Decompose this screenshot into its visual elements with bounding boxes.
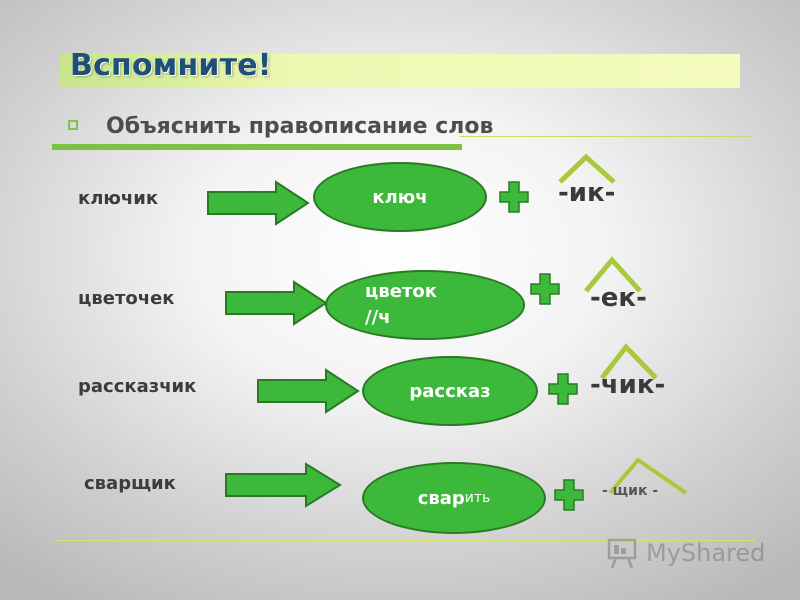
root-text: ключ — [372, 186, 428, 208]
slide-subtitle: Объяснить правописание слов — [106, 114, 494, 139]
word-kluchik: ключик — [78, 188, 159, 209]
suffix-ek: -ек- — [590, 283, 647, 313]
suffix-caret-icon — [558, 153, 616, 184]
word-rasskazchik: рассказчик — [78, 376, 197, 397]
plus-icon — [548, 373, 578, 405]
suffix-caret-icon — [600, 343, 658, 380]
word-svarshchik: сварщик — [84, 473, 176, 494]
slide-title: Вспомните! — [70, 48, 272, 83]
word-tsvetochek: цветочек — [78, 288, 175, 309]
plus-icon — [530, 273, 560, 305]
subtitle-rule — [460, 136, 750, 137]
arrow-right-icon — [225, 280, 328, 326]
arrow-right-icon — [225, 462, 342, 508]
subtitle-underline — [52, 144, 462, 150]
bullet-square-icon — [68, 120, 78, 130]
suffix-caret-icon — [608, 457, 688, 495]
watermark-text: MyShared — [646, 539, 766, 567]
title-band — [60, 54, 740, 88]
presentation-board-icon — [607, 538, 637, 569]
watermark: MyShared — [606, 536, 765, 570]
root-text: цветок //ч — [365, 281, 437, 328]
suffix-caret-icon — [584, 256, 642, 293]
root-ending-text: ить — [464, 490, 491, 506]
suffix-shchik: - щик - — [602, 483, 659, 499]
root-text: рассказ — [409, 380, 491, 402]
root-oval-kluch: ключ — [313, 162, 487, 232]
arrow-right-icon — [257, 368, 360, 414]
root-oval-rasskaz: рассказ — [362, 356, 538, 426]
suffix-ik: -ик- — [558, 178, 616, 208]
plus-icon — [499, 181, 529, 213]
root-text: свар — [417, 487, 465, 509]
arrow-right-icon — [207, 180, 310, 226]
plus-icon — [554, 479, 584, 511]
bottom-rule — [55, 540, 755, 541]
root-oval-tsvetok: цветок //ч — [325, 270, 525, 340]
suffix-chik: -чик- — [590, 370, 666, 400]
